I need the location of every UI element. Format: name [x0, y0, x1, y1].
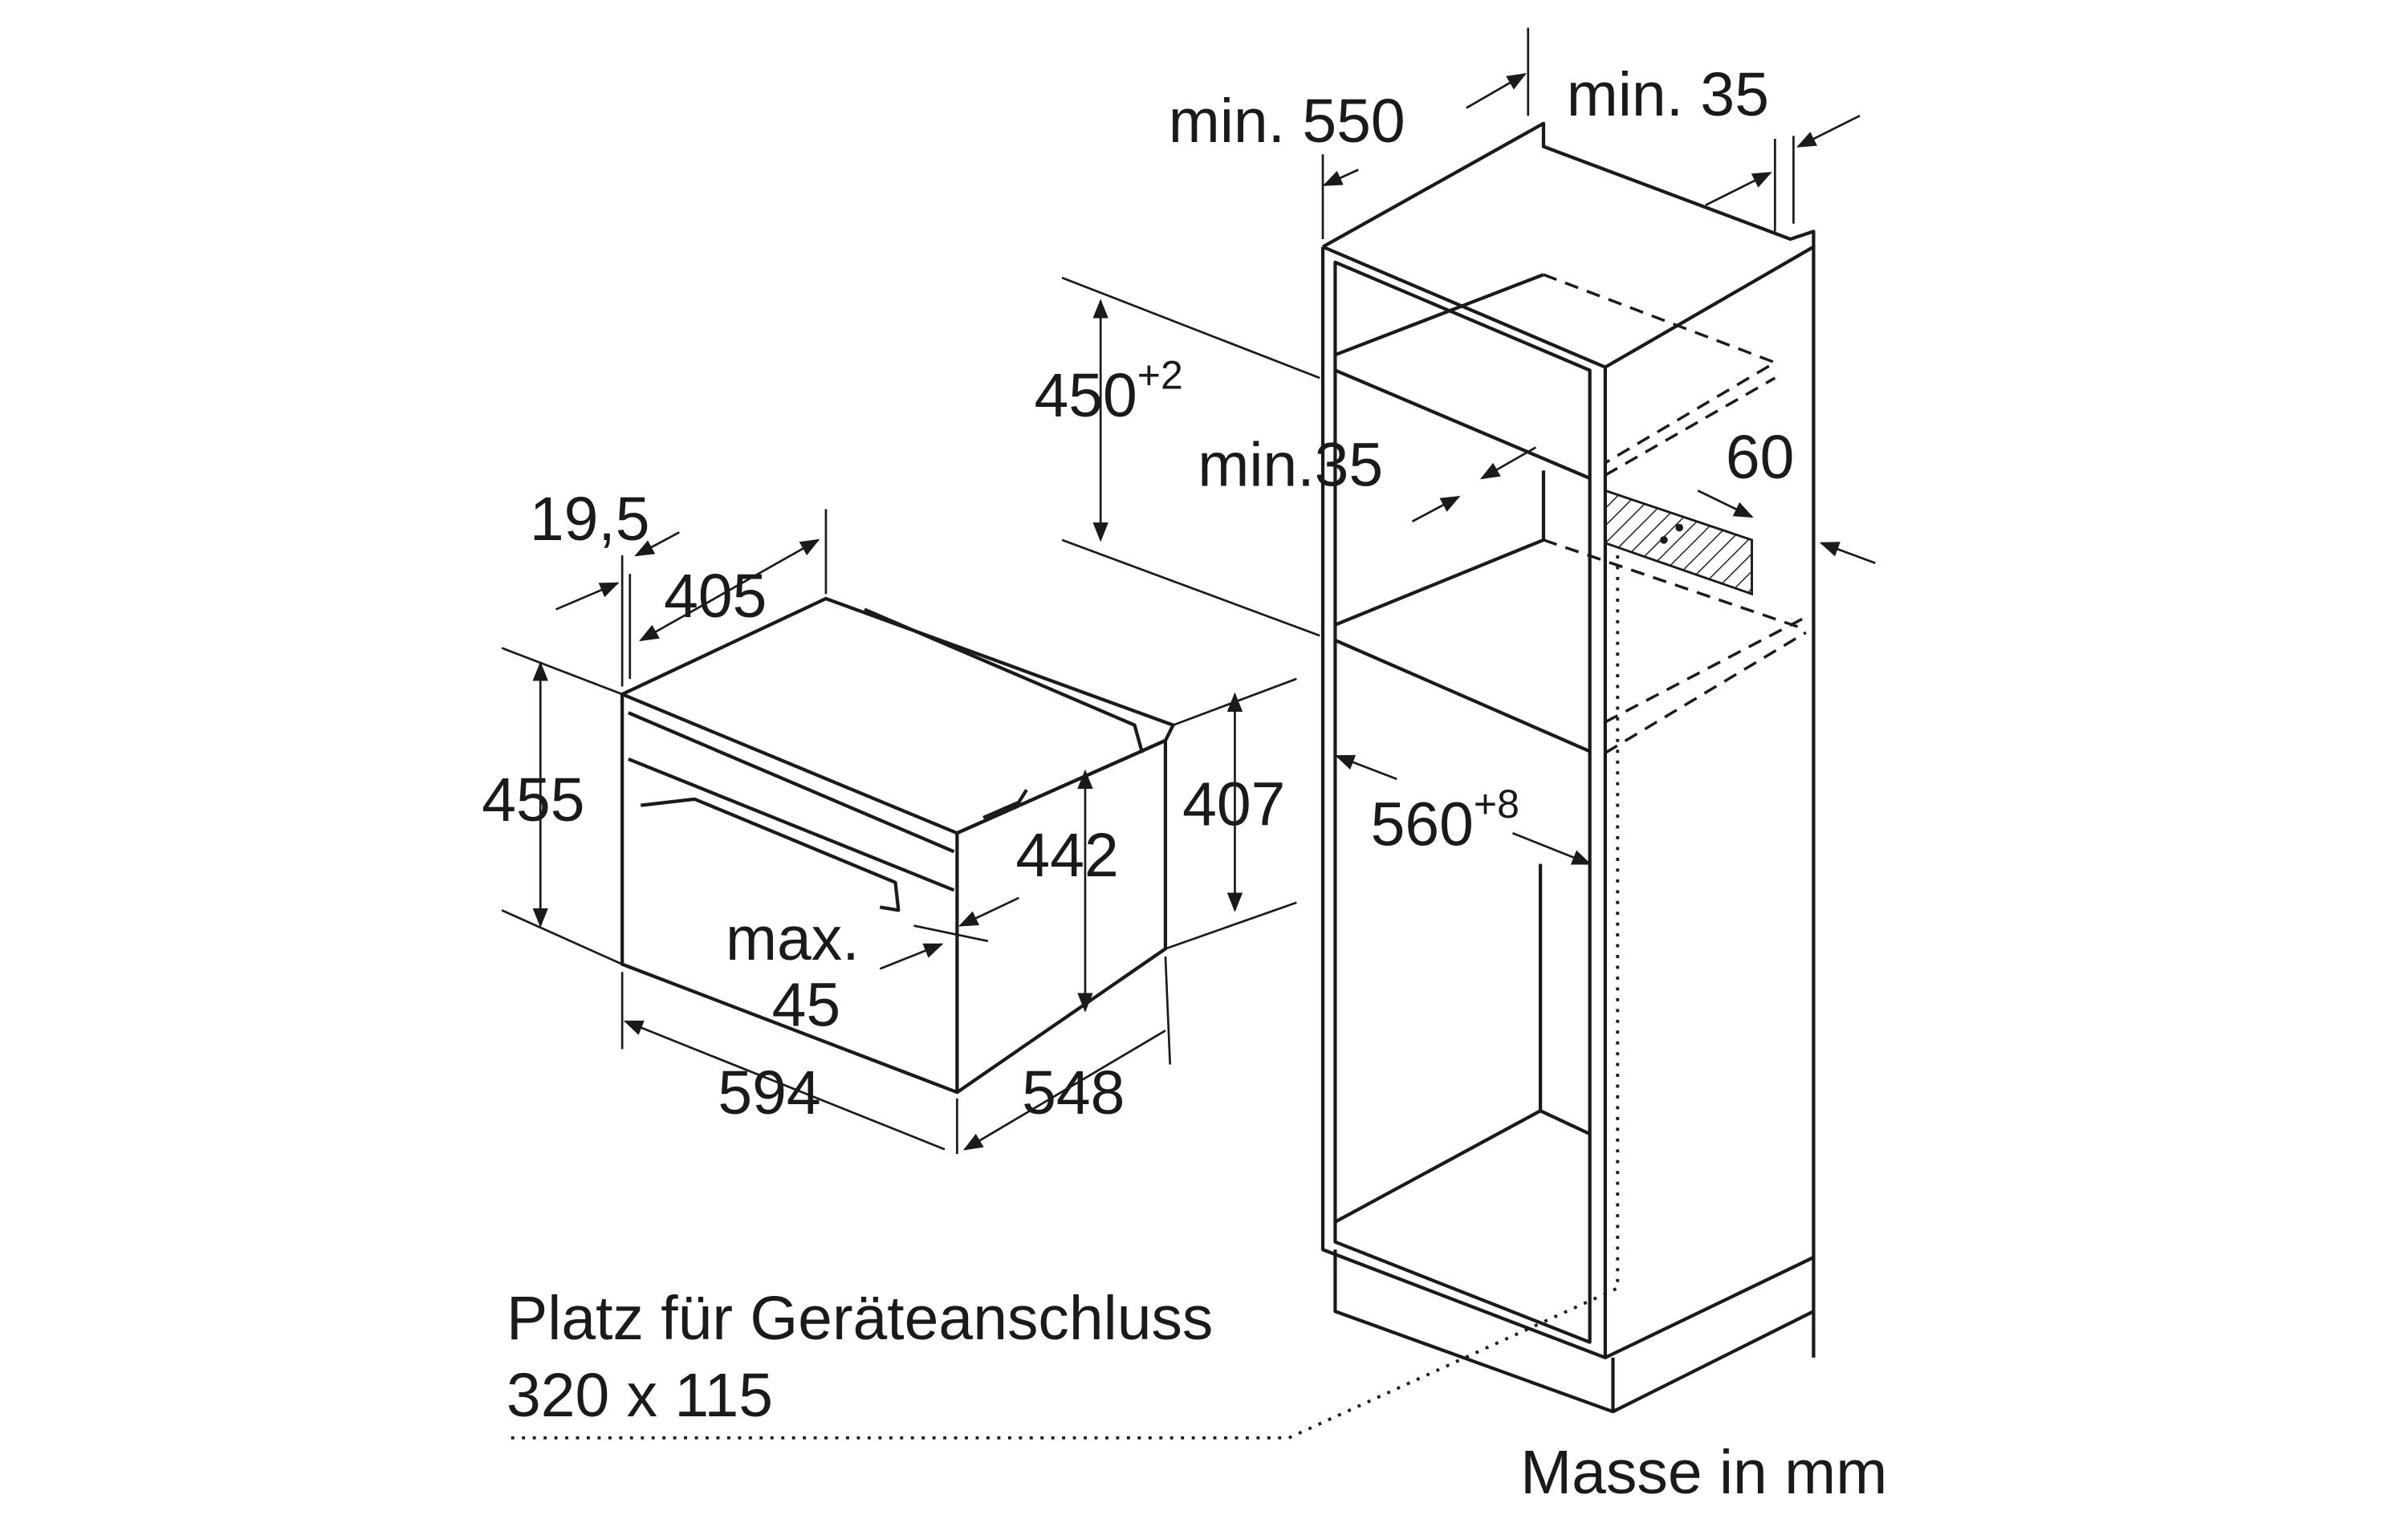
units-note: Masse in mm [1520, 1438, 1887, 1507]
cabinet-drawing [509, 27, 1876, 1440]
oven-drawing [501, 509, 1297, 1155]
dim-442: 442 [1015, 821, 1118, 890]
niche-width-tolerance: +8 [1474, 782, 1519, 827]
dim-19-5: 19,5 [530, 485, 650, 554]
dim-min-35-mid: min.35 [1198, 431, 1383, 500]
dim-niche-width: 560+8 [1371, 782, 1519, 859]
dim-405: 405 [664, 562, 767, 631]
dim-407: 407 [1182, 770, 1285, 839]
dim-594: 594 [718, 1058, 820, 1127]
dim-455: 455 [482, 766, 584, 835]
dim-min-550: min. 550 [1169, 87, 1405, 156]
niche-height-value: 450 [1035, 361, 1137, 430]
dim-60: 60 [1726, 423, 1795, 492]
dim-niche-height: 450+2 [1035, 352, 1183, 430]
dim-548: 548 [1022, 1058, 1125, 1127]
niche-width-value: 560 [1371, 790, 1474, 859]
niche-height-tolerance: +2 [1137, 352, 1183, 397]
connection-note-line1: Platz für Geräteanschluss [506, 1284, 1213, 1353]
dim-max-45: 45 [772, 971, 841, 1040]
dim-min-35-top: min. 35 [1567, 60, 1769, 129]
dim-max-label: max. [726, 904, 860, 973]
connection-note-line2: 320 x 115 [506, 1361, 773, 1430]
